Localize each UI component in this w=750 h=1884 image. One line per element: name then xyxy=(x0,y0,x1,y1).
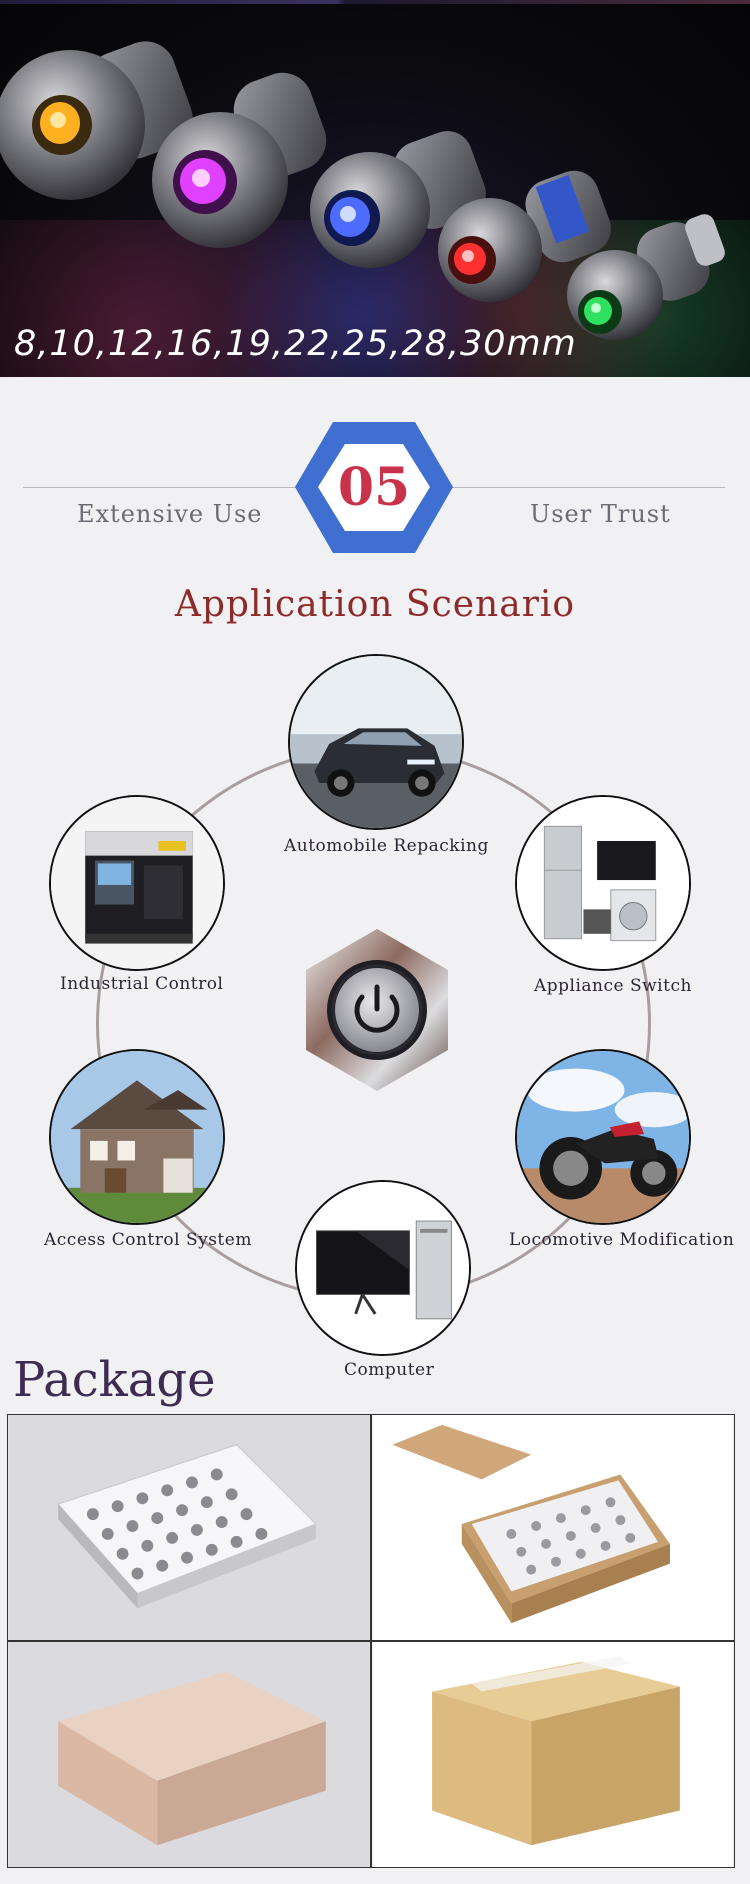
button-green xyxy=(567,214,725,340)
motorcycle-image xyxy=(515,1049,691,1225)
automobile-image xyxy=(288,654,464,830)
button-blue xyxy=(310,131,486,268)
scenario-label-locomotive: Locomotive Modification xyxy=(509,1230,735,1250)
scenario-label-appliance: Appliance Switch xyxy=(534,976,692,996)
package-image-grid xyxy=(7,1414,735,1868)
divider-right xyxy=(447,487,725,488)
package-small-box-image xyxy=(7,1641,371,1868)
extensive-use-label: Extensive Use xyxy=(77,500,263,528)
scenario-label-computer: Computer xyxy=(344,1360,435,1380)
scenario-label-automobile: Automobile Repacking xyxy=(284,836,489,856)
package-title: Package xyxy=(13,1352,216,1408)
button-red xyxy=(438,170,611,302)
industrial-machine-image xyxy=(49,795,225,971)
push-button-photo xyxy=(0,41,725,340)
scenario-label-industrial: Industrial Control xyxy=(60,974,224,994)
top-bar xyxy=(0,0,750,4)
computer-image xyxy=(295,1180,471,1356)
application-scenario-title: Application Scenario xyxy=(174,584,576,625)
house-image xyxy=(49,1049,225,1225)
user-trust-label: User Trust xyxy=(530,500,671,528)
section-number-hexagon: 05 xyxy=(293,420,455,555)
appliance-image xyxy=(515,795,691,971)
package-open-box-image xyxy=(371,1414,735,1641)
power-button-image xyxy=(302,927,452,1093)
button-magenta xyxy=(152,72,327,248)
section-number: 05 xyxy=(337,457,411,518)
size-range-text: 8,10,12,16,19,22,25,28,30mm xyxy=(14,324,577,364)
package-shipping-carton-image xyxy=(371,1641,735,1868)
scenario-label-access-control: Access Control System xyxy=(44,1230,252,1250)
divider-left xyxy=(23,487,301,488)
hero-banner: 8,10,12,16,19,22,25,28,30mm xyxy=(0,0,750,377)
button-amber xyxy=(0,41,193,200)
package-foam-tray-image xyxy=(7,1414,371,1641)
